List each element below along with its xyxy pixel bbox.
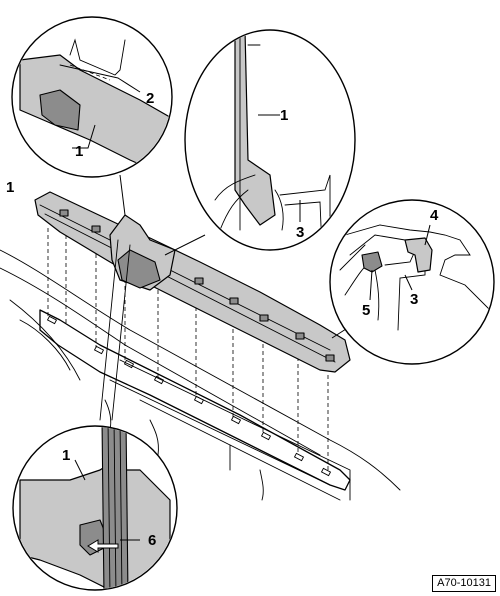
- callout-1-detail-top-right: 1: [280, 107, 288, 124]
- callout-2: 2: [146, 90, 154, 107]
- callout-3-detail-right: 3: [410, 291, 418, 308]
- figure-reference-code: A70-10131: [432, 575, 496, 592]
- detail-top-left: [11, 16, 173, 178]
- callout-1-main: 1: [6, 179, 14, 196]
- sill-clip-holes: [46, 315, 332, 477]
- callout-6: 6: [148, 532, 156, 549]
- callout-1-detail-top-left: 1: [75, 143, 83, 160]
- callout-5: 5: [362, 302, 370, 319]
- callout-3-detail-top-right: 3: [296, 224, 304, 241]
- callout-4: 4: [430, 207, 439, 224]
- callout-1-detail-bottom: 1: [62, 447, 70, 464]
- callouts: 1 2 1 1 3 4 3 5 1 6: [6, 90, 439, 549]
- alignment-lines: [47, 228, 329, 470]
- main-assembly: [0, 191, 401, 501]
- detail-top-right: [184, 29, 356, 251]
- detail-bottom-left: [12, 425, 178, 591]
- detail-right: [329, 199, 495, 365]
